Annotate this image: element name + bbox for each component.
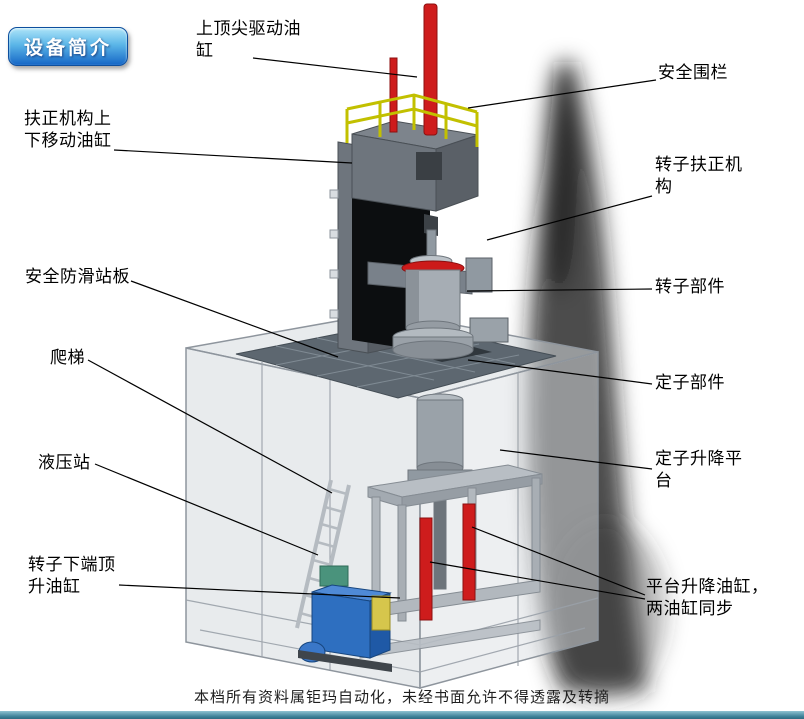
leader-rotor-centering-mechanism	[486, 195, 653, 241]
annotation-rotor-component: 转子部件	[655, 277, 725, 296]
leader-rotor-bottom-jack-cylinder	[118, 584, 401, 599]
leader-stator-component	[467, 359, 653, 385]
title-badge-label: 设备简介	[24, 38, 113, 59]
leader-platform-lift-cylinder-2	[429, 561, 646, 600]
top-tip-drive-cylinder-rod	[389, 3, 438, 136]
leader-lines	[87, 57, 657, 600]
title-badge: 设备简介	[8, 27, 129, 66]
annotation-ladder: 爬梯	[50, 348, 85, 367]
leader-anti-slip-standing-board	[130, 280, 339, 358]
leader-centering-updown-cylinder	[113, 149, 353, 164]
leader-safety-fence	[467, 79, 657, 109]
annotation-platform-lift-cylinders: 平台升降油缸，两油缸同步	[646, 577, 769, 618]
confidentiality-footer: 本档所有资料属钜玛自动化，未经书面允许不得透露及转摘	[193, 689, 610, 706]
rotor-assembly	[392, 229, 474, 360]
leader-rotor-component	[466, 288, 653, 292]
annotation-rotor-bottom-jack-cylinder: 转子下端顶升油缸	[28, 555, 116, 596]
safety-fence-railing	[345, 93, 479, 147]
annotation-top-tip-drive-cylinder: 上顶尖驱动油缸	[196, 19, 301, 60]
annotation-centering-updown-cylinder: 扶正机构上下移动油缸	[24, 109, 112, 150]
annotation-safety-fence: 安全围栏	[658, 63, 728, 82]
leader-platform-lift-cylinder-1	[471, 526, 646, 596]
annotation-hydraulic-station: 液压站	[38, 453, 91, 472]
press-head	[351, 120, 479, 236]
stator-lift-platform-frame	[359, 464, 543, 659]
leader-ladder	[87, 359, 333, 494]
platform-lift-cylinder-rods	[419, 503, 476, 621]
annotation-stator-component: 定子部件	[655, 373, 725, 392]
leader-stator-lift-platform	[499, 449, 653, 470]
annotation-anti-slip-standing-board: 安全防滑站板	[25, 267, 130, 286]
annotation-stator-lift-platform: 定子升降平台	[655, 449, 743, 490]
annotation-rotor-centering-mechanism: 转子扶正机构	[655, 155, 743, 196]
leader-top-tip-drive-cylinder	[252, 57, 418, 78]
cabinet-frame-lines	[185, 362, 599, 673]
leader-hydraulic-station	[94, 463, 319, 556]
bottom-divider-bar	[0, 711, 804, 719]
